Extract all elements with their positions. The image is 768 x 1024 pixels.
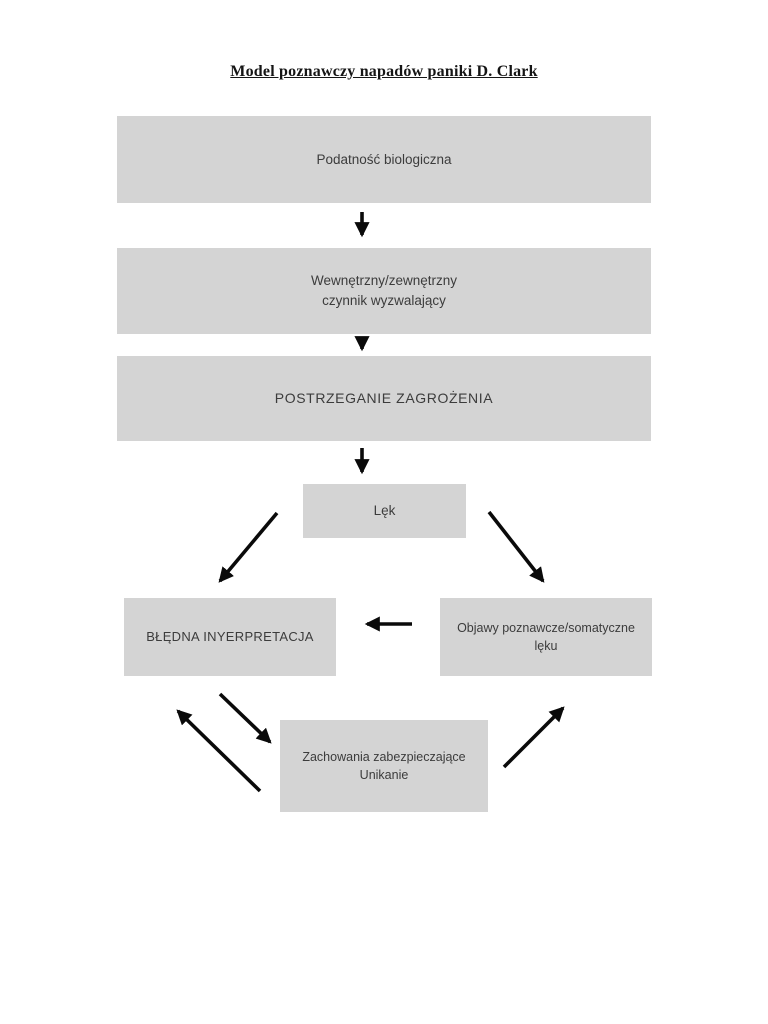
box-label-line2: Unikanie: [359, 768, 409, 782]
diagram-box-trigger-factor: Wewnętrzny/zewnętrzny czynnik wyzwalając…: [117, 248, 651, 334]
box-label-line2: lęku: [534, 639, 558, 653]
box-label: Podatność biologiczna: [316, 151, 452, 167]
box-label: POSTRZEGANIE ZAGROŻENIA: [274, 390, 494, 407]
diagram-box-cognitive-somatic-symptoms: Objawy poznawcze/somatyczne lęku: [440, 598, 652, 676]
arrow-diagonal-icon-fear-to-misinterpretation: [218, 511, 279, 583]
box-label: Lęk: [373, 503, 396, 519]
box-label: BŁĘDNA INYERPRETACJA: [146, 628, 314, 644]
arrow-diagonal-icon-safety-to-misinterpretation: [176, 709, 262, 793]
diagram-box-fear: Lęk: [303, 484, 466, 538]
box-label-line1: Objawy poznawcze/somatyczne: [457, 620, 635, 635]
diagram-box-threat-perception: POSTRZEGANIE ZAGROŻENIA: [117, 356, 651, 441]
diagram-box-biological-vulnerability: Podatność biologiczna: [117, 116, 651, 203]
diagram-box-safety-behaviours-avoidance: Zachowania zabezpieczające Unikanie: [280, 720, 488, 812]
arrow-diagonal-icon-fear-to-symptoms: [487, 510, 545, 583]
arrow-diagonal-icon-safety-to-symptoms: [502, 706, 565, 769]
diagram-box-misinterpretation: BŁĘDNA INYERPRETACJA: [124, 598, 336, 676]
page-title: Model poznawczy napadów paniki D. Clark: [230, 63, 538, 80]
arrow-diagonal-icon-misinterpretation-to-safety: [218, 692, 272, 744]
box-label-line2: czynnik wyzwalający: [322, 293, 446, 308]
box-label-line1: Wewnętrzny/zewnętrzny: [310, 273, 458, 289]
box-label-line1: Zachowania zabezpieczające: [302, 749, 466, 764]
